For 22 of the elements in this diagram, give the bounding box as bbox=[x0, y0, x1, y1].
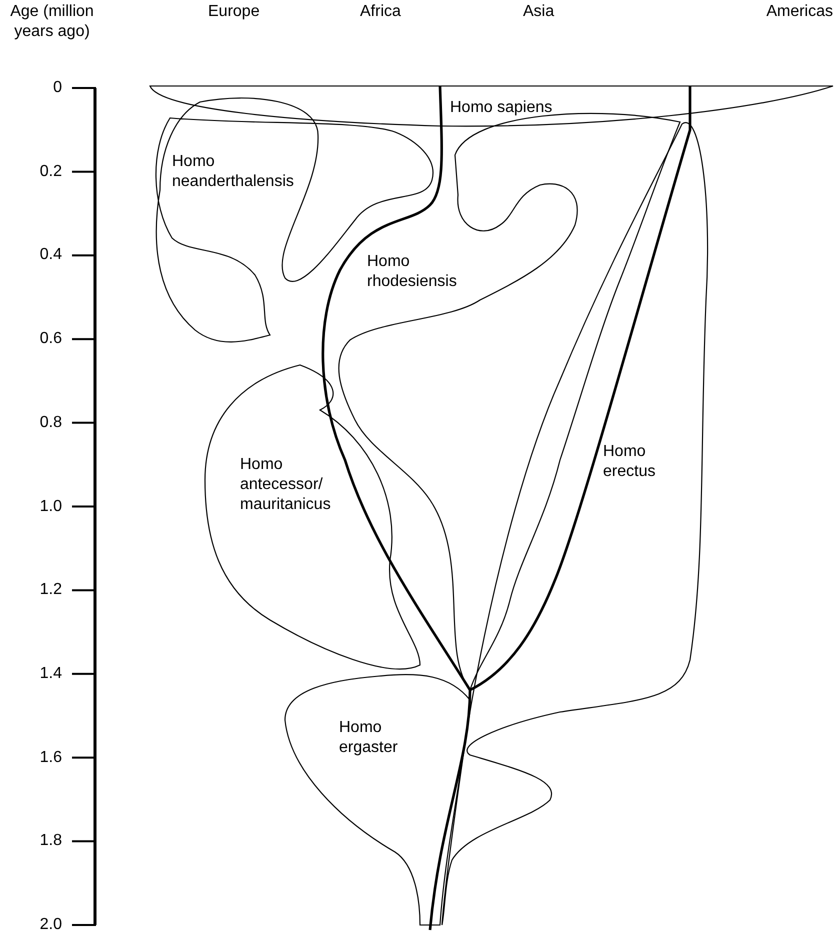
species-name: Homo antecessor/ mauritanicus bbox=[240, 455, 332, 515]
tick-label: 1.8 bbox=[40, 831, 62, 852]
tick-label: 0.2 bbox=[40, 162, 62, 182]
axis-title: Age (million years ago) bbox=[9, 2, 95, 42]
tick-label: 1.0 bbox=[40, 496, 62, 516]
tick-label: 1.6 bbox=[40, 748, 62, 768]
species-name: Homo ergaster bbox=[339, 718, 399, 758]
region-heading: Asia bbox=[523, 2, 554, 22]
species-name: Homo erectus bbox=[603, 442, 656, 482]
tick-label: 1.4 bbox=[40, 664, 62, 684]
species-name: Homo sapiens bbox=[450, 98, 552, 118]
tick-label: 2.0 bbox=[40, 915, 62, 935]
tick-label: 0.8 bbox=[40, 412, 62, 433]
tick-label: 0.6 bbox=[40, 329, 62, 350]
region-heading: Americas bbox=[766, 2, 833, 22]
tick-label: 0.4 bbox=[40, 245, 62, 266]
tick-label: 0 bbox=[53, 78, 62, 98]
region-heading: Europe bbox=[208, 2, 260, 22]
region-heading: Africa bbox=[360, 2, 401, 22]
tick-label: 1.2 bbox=[40, 580, 62, 600]
species-name: Homo neanderthalensis bbox=[172, 152, 295, 192]
species-name: Homo rhodesiensis bbox=[367, 252, 458, 292]
